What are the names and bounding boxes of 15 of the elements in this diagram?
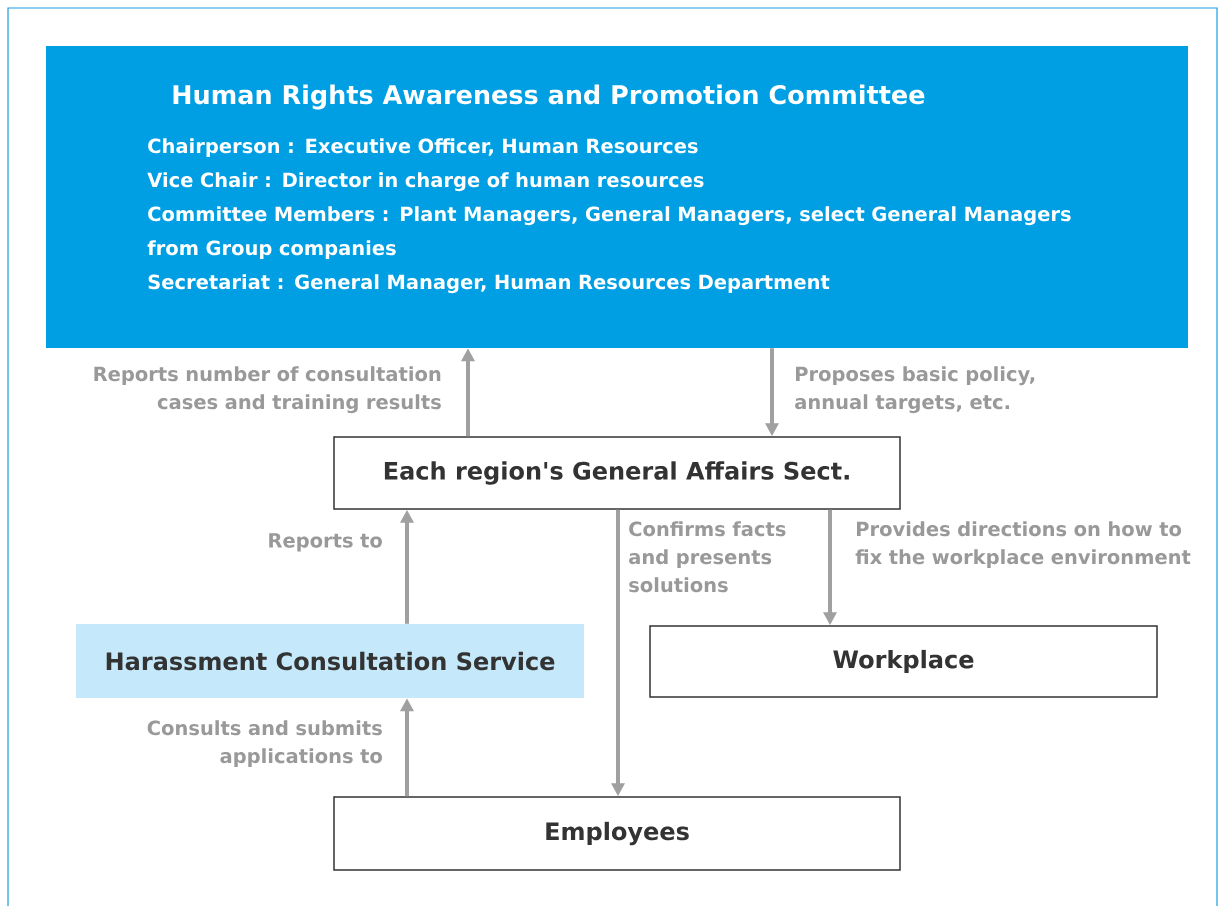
edge-label: Proposes basic policy, annual targets, etc. [795, 366, 1035, 414]
edge-label: Reports number of consultation cases and training results [94, 366, 441, 414]
edge-label: Consults and submits applications to [147, 720, 382, 768]
heading: Human Rights Awareness and Promotion Committee [173, 84, 925, 110]
process-box: Each region's General Affairs Sect. [333, 436, 901, 510]
edge-label: Reports to [269, 533, 382, 552]
member-line: Vice Chair : Director in charge of human resources [147, 172, 704, 192]
member-line: Chairperson : Executive Officer, Human Resources [148, 138, 698, 158]
member-line: Secretariat : General Manager, Human Resources Department [148, 274, 830, 294]
edge-label: Confirms facts and presents solutions [629, 521, 786, 593]
process-box: Workplace [649, 625, 1158, 698]
member-line: Committee Members : Plant Managers, General Managers, select General Managers from Group companies [147, 206, 1071, 260]
service-box: Harassment Consultation Service [76, 624, 584, 698]
process-box: Employees [333, 796, 901, 871]
edge-label: Provides directions on how to fix the workplace environment [855, 521, 1191, 569]
